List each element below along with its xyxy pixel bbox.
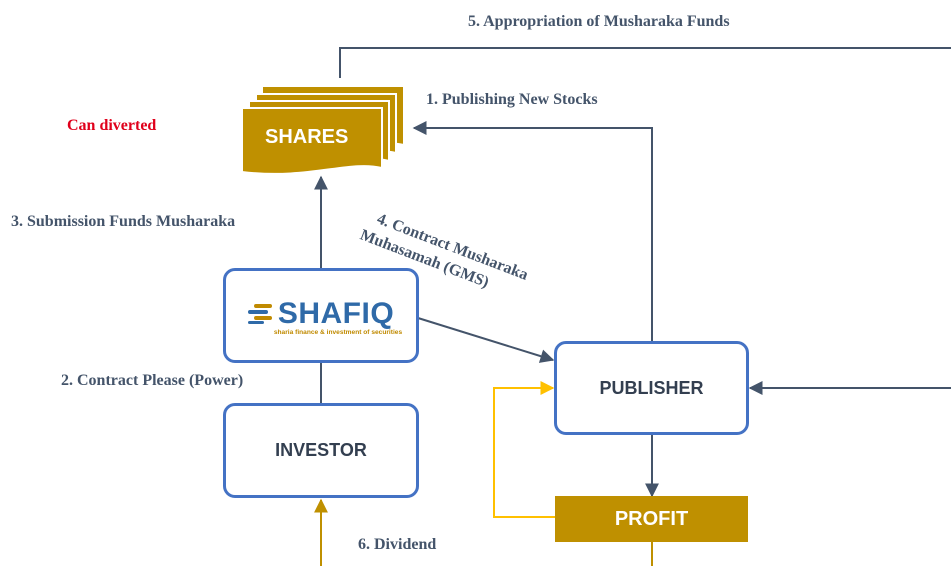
dividend-label: 6. Dividend	[358, 536, 437, 553]
appropriation-connector	[339, 47, 951, 78]
appropriation-label: 5. Appropriation of Musharaka Funds	[468, 13, 730, 30]
publishing-arrow	[412, 121, 653, 341]
profit-node: PROFIT	[555, 496, 748, 542]
publisher-node: PUBLISHER	[554, 341, 749, 435]
shafiq-node: SHAFIQ sharia finance & investment of se…	[223, 268, 419, 363]
publishing-label: 1. Publishing New Stocks	[426, 91, 598, 108]
submission-label: 3. Submission Funds Musharaka	[11, 213, 236, 230]
shafiq-logo-icon	[247, 304, 272, 324]
contract-please-label: 2. Contract Please (Power)	[61, 372, 244, 389]
can-diverted-label: Can diverted	[67, 117, 157, 134]
contract-gms-arrow	[417, 317, 555, 363]
shafiq-logo: SHAFIQ	[247, 297, 395, 331]
shares-document-stack-icon	[241, 85, 405, 175]
shafiq-tagline: sharia finance & investment of securitie…	[273, 329, 403, 336]
shafiq-wordmark: SHAFIQ	[277, 297, 395, 330]
investor-node: INVESTOR	[223, 403, 419, 498]
profit-loop-arrow	[493, 381, 555, 518]
shares-label: SHARES	[265, 126, 349, 148]
